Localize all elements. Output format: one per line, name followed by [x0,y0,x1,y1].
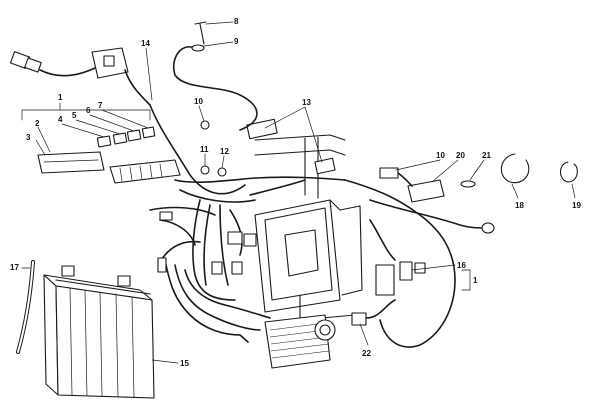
callout-16: 16 [457,261,466,270]
main-harness [149,104,346,286]
callout-10-left: 10 [194,97,203,106]
relay-block [91,47,151,106]
ring-clip-18 [500,153,530,184]
small-plug [157,211,173,273]
connector-20 [379,167,445,203]
callout-13: 13 [302,98,311,107]
relay-cluster [211,231,257,275]
fuse-box [37,151,181,184]
fuse-items [96,126,156,148]
callout-2: 2 [35,119,40,128]
callout-11: 11 [200,145,209,154]
ground-cable [173,21,258,131]
breather-tube [16,260,35,354]
callout-15: 15 [180,359,189,368]
callout-10-right: 10 [436,151,445,160]
battery [43,265,155,399]
callout-7: 7 [98,101,103,110]
callout-14: 14 [141,39,150,48]
callout-17: 17 [10,263,19,272]
callout-22: 22 [362,349,371,358]
ring-clip-19 [559,161,578,183]
regulator-rectifier [264,314,336,369]
leader-lines [21,21,576,364]
sensor [351,299,396,326]
callout-3: 3 [26,133,31,142]
callout-6: 6 [86,106,91,115]
connector-top-left [9,51,96,77]
callout-18: 18 [515,201,524,210]
frame-crossmember [246,118,346,199]
callout-1-right: 1 [473,276,478,285]
callout-19: 19 [572,201,581,210]
clip-21 [460,180,476,188]
callout-5: 5 [72,111,77,120]
callout-8: 8 [234,17,239,26]
battery-tray [254,199,363,321]
right-end-connector [481,222,495,234]
battery-cables [164,259,271,343]
right-harness [344,179,489,348]
callout-21: 21 [482,151,491,160]
callout-1-top: 1 [58,93,63,102]
nut-10 [200,120,210,130]
callout-20: 20 [456,151,465,160]
callout-4: 4 [58,115,63,124]
callout-9: 9 [234,37,239,46]
callout-12: 12 [220,147,229,156]
